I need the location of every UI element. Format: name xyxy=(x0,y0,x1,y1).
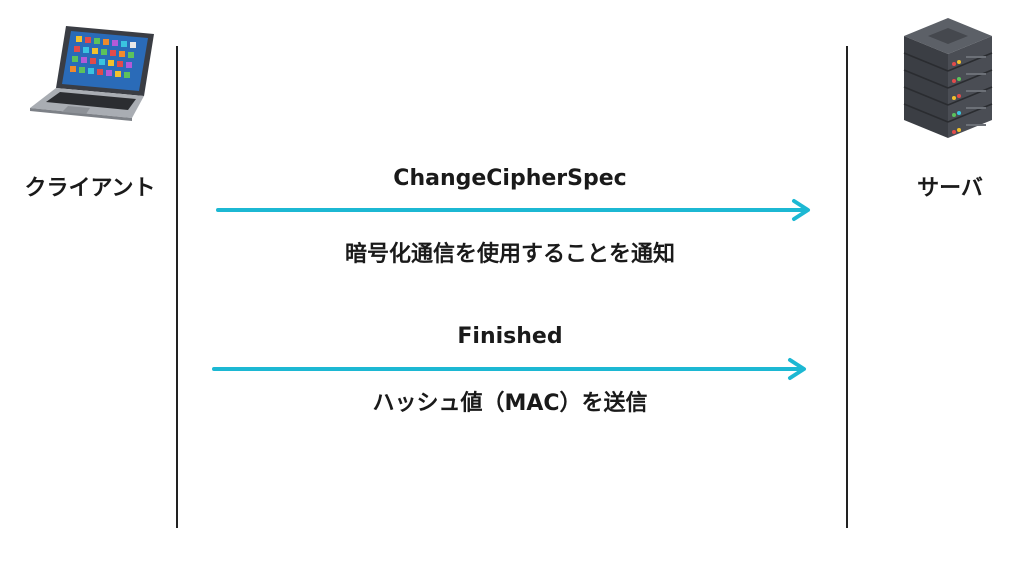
message-1-description: 暗号化通信を使用することを通知 xyxy=(344,242,675,267)
message-1-arrow xyxy=(216,199,810,221)
client-lifeline xyxy=(176,46,178,528)
laptop-icon xyxy=(30,26,154,121)
server-icon xyxy=(903,18,993,138)
message-1-title: ChangeCipherSpec xyxy=(393,166,627,191)
client-label: クライアント xyxy=(24,176,156,201)
message-2-title: Finished xyxy=(457,324,563,349)
server-label: サーバ xyxy=(917,176,983,201)
message-2-arrow xyxy=(212,358,806,380)
server-lifeline xyxy=(846,46,848,528)
message-2-description: ハッシュ値（MAC）を送信 xyxy=(372,391,648,416)
